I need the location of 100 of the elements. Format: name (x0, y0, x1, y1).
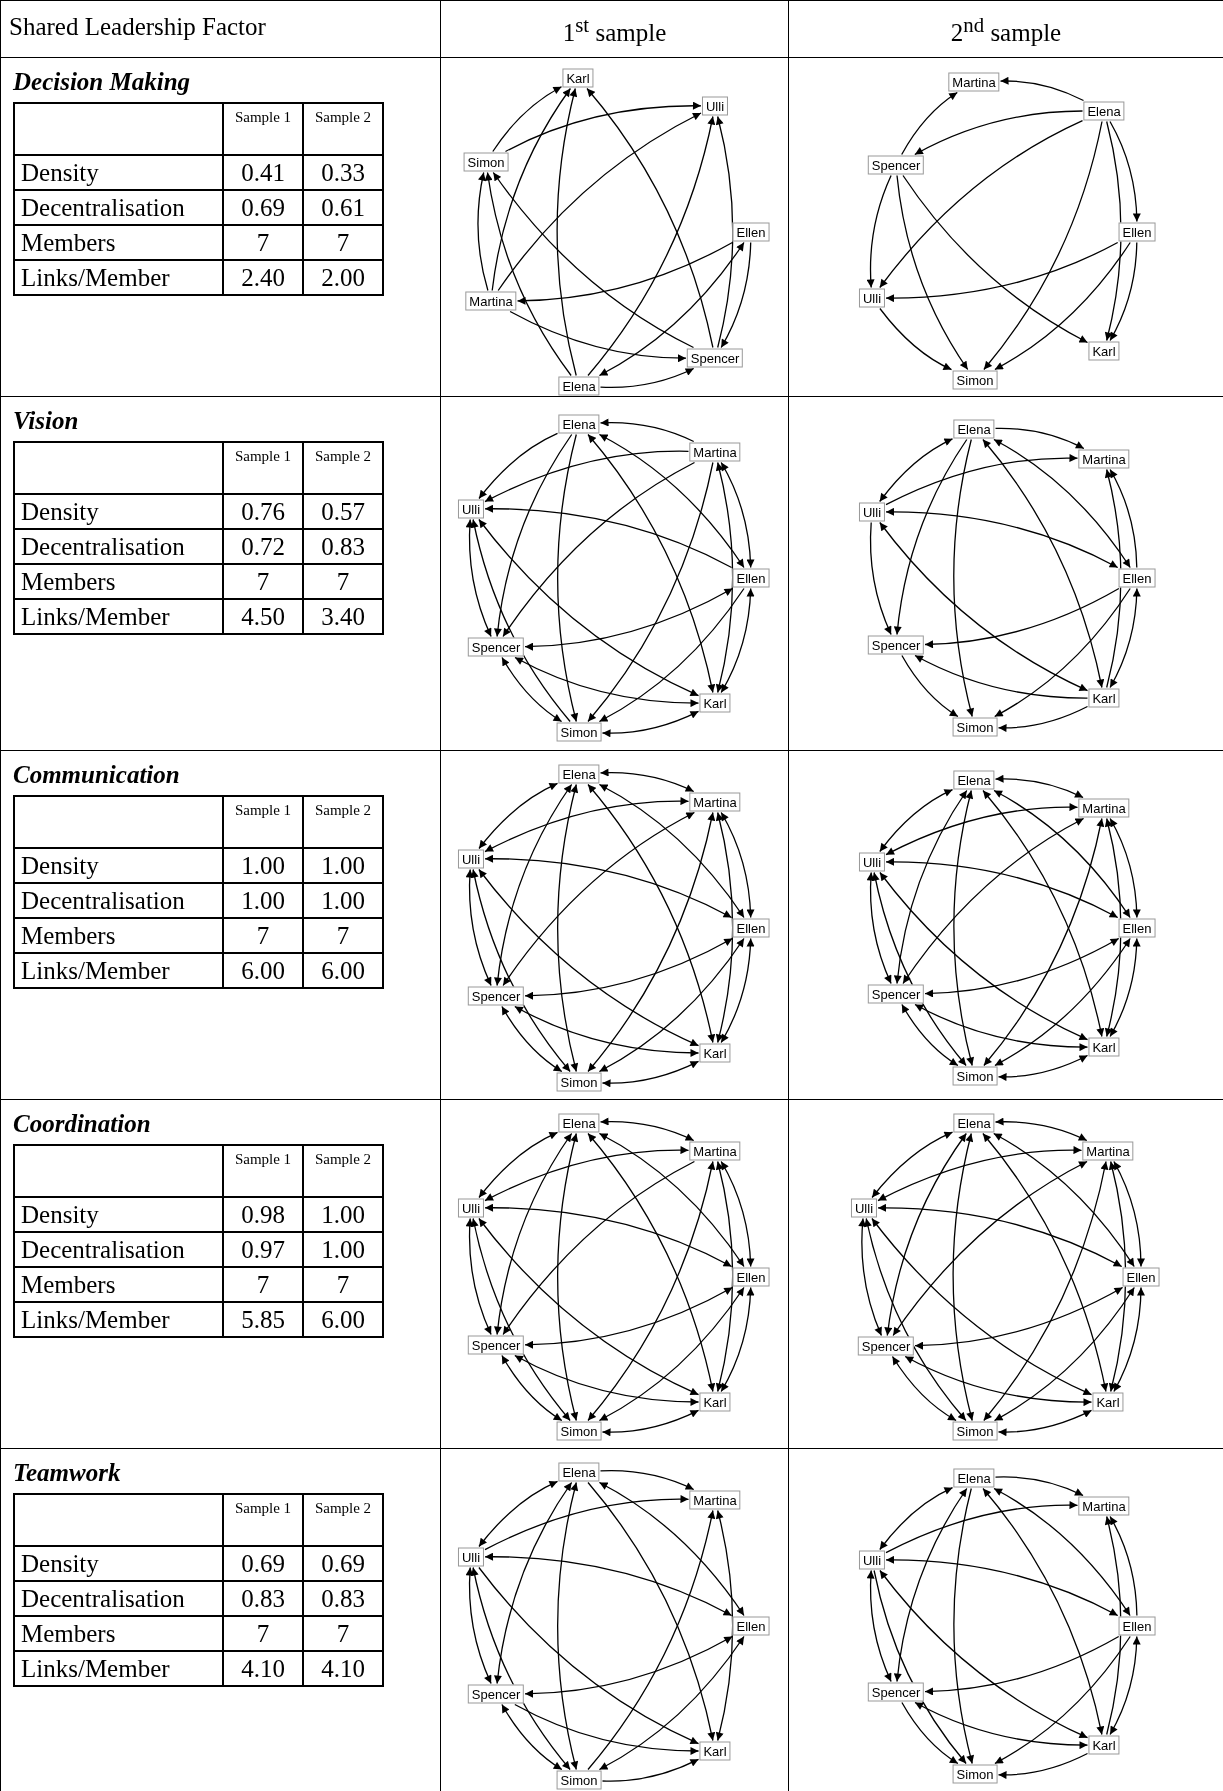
double-arrow (871, 871, 967, 1067)
arrow (997, 1752, 1089, 1779)
double-arrow (494, 1481, 573, 1685)
person-node: Martina (1078, 798, 1130, 818)
double-arrow (877, 1146, 1083, 1202)
metric-value: 0.72 (223, 529, 303, 564)
person-node: Elena (1083, 101, 1125, 121)
arrow (502, 461, 696, 638)
column-header: Sample 2 (303, 1494, 383, 1546)
person-node: Elena (953, 1113, 995, 1133)
metric-name: Decentralisation (14, 1581, 223, 1616)
arrow (994, 1635, 1131, 1765)
double-arrow (494, 1132, 573, 1336)
arrow (994, 1476, 1084, 1497)
arrow (902, 174, 1089, 344)
double-arrow (587, 811, 716, 1073)
metric-value: 0.83 (223, 1581, 303, 1616)
double-arrow (465, 518, 492, 638)
person-node: Simon (952, 717, 998, 737)
metric-name: Members (14, 1616, 223, 1651)
double-arrow (879, 1487, 954, 1551)
double-arrow (514, 1005, 700, 1057)
double-arrow (598, 937, 745, 1073)
metric-value: 7 (223, 1616, 303, 1651)
person-node: Karl (1088, 1735, 1120, 1755)
arrow (587, 115, 716, 377)
double-arrow (502, 811, 696, 987)
arrow (953, 1487, 975, 1765)
arrow (715, 115, 734, 349)
double-arrow (465, 1566, 492, 1685)
arrow (1109, 120, 1141, 223)
double-arrow (1109, 587, 1141, 689)
metric-name: Density (14, 155, 223, 190)
metric-value: 0.57 (303, 494, 383, 529)
metric-value: 1.00 (223, 848, 303, 883)
metric-value: 1.00 (303, 848, 383, 883)
person-node: Elena (558, 414, 600, 434)
person-node: Ellen (1118, 568, 1156, 588)
metric-value: 2.40 (223, 260, 303, 295)
metric-value: 6.00 (303, 953, 383, 988)
double-arrow (470, 1217, 571, 1422)
column-header: Shared Leadership Factor (9, 13, 266, 41)
person-node: Spencer (867, 635, 925, 655)
person-node: Spencer (467, 1335, 525, 1355)
person-node: Ulli (457, 1547, 485, 1567)
arrow (478, 432, 559, 500)
person-node: Ulli (457, 499, 485, 519)
double-arrow (470, 868, 571, 1073)
column-header: 1$^{st}$ sample (562, 13, 667, 48)
person-node: Ulli (858, 852, 886, 872)
metric-name: Links/Member (14, 260, 223, 295)
double-arrow (557, 1132, 579, 1422)
person-node: Ulli (858, 502, 886, 522)
person-node: Ellen (1122, 1267, 1160, 1287)
column-header: Sample 2 (303, 1145, 383, 1197)
double-arrow (879, 1569, 1089, 1739)
arrow (1109, 241, 1138, 342)
metric-value: 7 (223, 564, 303, 599)
metric-value: 0.61 (303, 190, 383, 225)
double-arrow (885, 857, 1119, 919)
double-arrow (514, 1354, 700, 1406)
double-arrow (598, 1635, 745, 1771)
double-arrow (598, 241, 745, 377)
arrow (914, 654, 1089, 699)
metric-value: 0.69 (303, 1546, 383, 1581)
double-arrow (599, 1117, 695, 1142)
arrow (1104, 468, 1122, 689)
metric-value: 7 (303, 1616, 383, 1651)
metric-value: 4.10 (223, 1651, 303, 1686)
column-header: Sample 1 (223, 1145, 303, 1197)
metric-value: 1.00 (223, 883, 303, 918)
arrow (492, 171, 695, 349)
metric-value: 5.85 (223, 1302, 303, 1337)
person-node: Spencer (867, 1682, 925, 1702)
person-node: Elena (558, 1113, 600, 1133)
metric-value: 0.83 (303, 1581, 383, 1616)
person-node: Ulli (858, 1550, 886, 1570)
double-arrow (879, 438, 954, 503)
double-arrow (1108, 1160, 1127, 1393)
double-arrow (484, 854, 733, 919)
metric-name: Density (14, 1546, 223, 1581)
person-node: Karl (1092, 1392, 1124, 1412)
metric-value: 7 (223, 1267, 303, 1302)
double-arrow (720, 587, 755, 694)
metric-name: Density (14, 848, 223, 883)
arrow (587, 461, 714, 723)
person-node: Ulli (858, 288, 886, 308)
double-arrow (598, 433, 745, 569)
metric-name: Decentralisation (14, 529, 223, 564)
person-node: Ellen (732, 568, 770, 588)
double-arrow (598, 1481, 745, 1617)
person-node: Simon (952, 1066, 998, 1086)
double-arrow (478, 518, 700, 697)
arrow (484, 450, 690, 503)
person-node: Karl (1088, 341, 1120, 361)
arrow (484, 171, 572, 377)
double-arrow (891, 1355, 957, 1422)
double-arrow (587, 783, 716, 1044)
arrow (901, 1701, 959, 1765)
double-arrow (982, 789, 1105, 1038)
